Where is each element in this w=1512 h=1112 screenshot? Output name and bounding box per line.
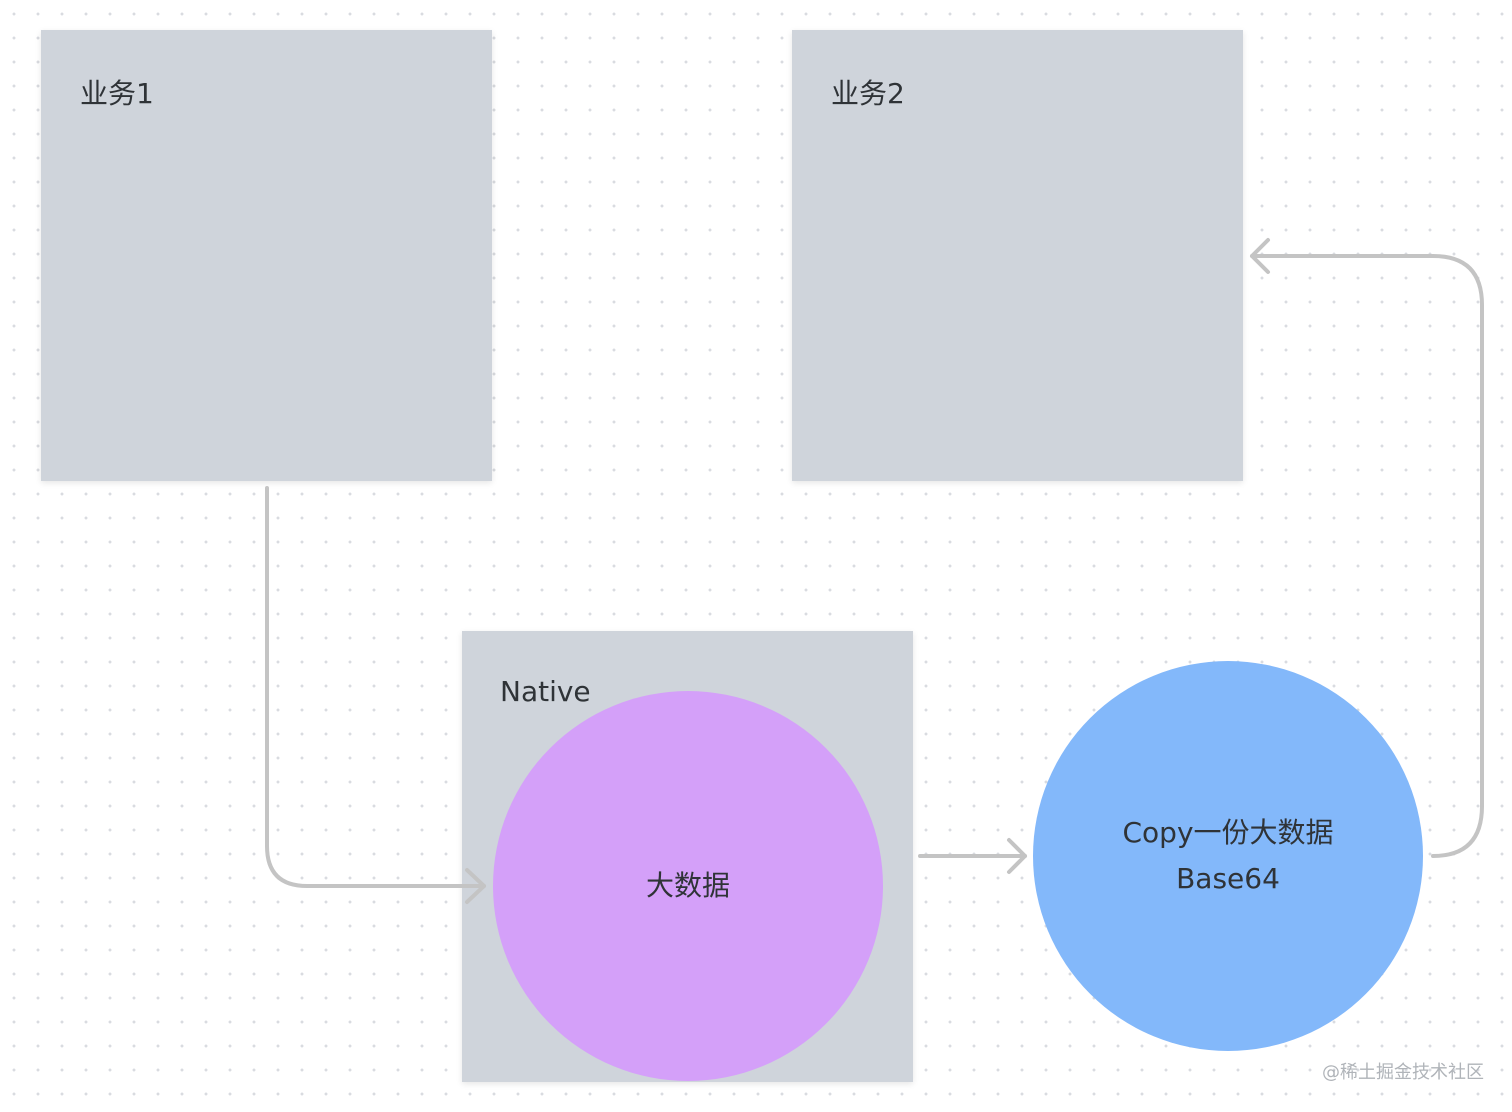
biz1-label: 业务1: [80, 77, 154, 110]
arrowhead-copy: [1007, 838, 1027, 874]
biz2-box: 业务2: [792, 30, 1243, 481]
copy-label-line2: Base64: [1176, 862, 1280, 895]
connector-biz1-to-big-data: [265, 486, 486, 888]
big-data-circle: 大数据: [493, 691, 883, 1081]
copy-base64-circle: Copy一份大数据 Base64: [1033, 661, 1423, 1051]
biz1-box: 业务1: [41, 30, 492, 481]
biz2-label: 业务2: [831, 77, 905, 110]
copy-label-line1: Copy一份大数据: [1122, 816, 1334, 849]
arrowhead-biz2: [1250, 238, 1270, 274]
watermark: @稀土掘金技术社区: [1322, 1062, 1484, 1083]
native-label: Native: [500, 675, 591, 708]
big-data-label: 大数据: [645, 869, 730, 902]
